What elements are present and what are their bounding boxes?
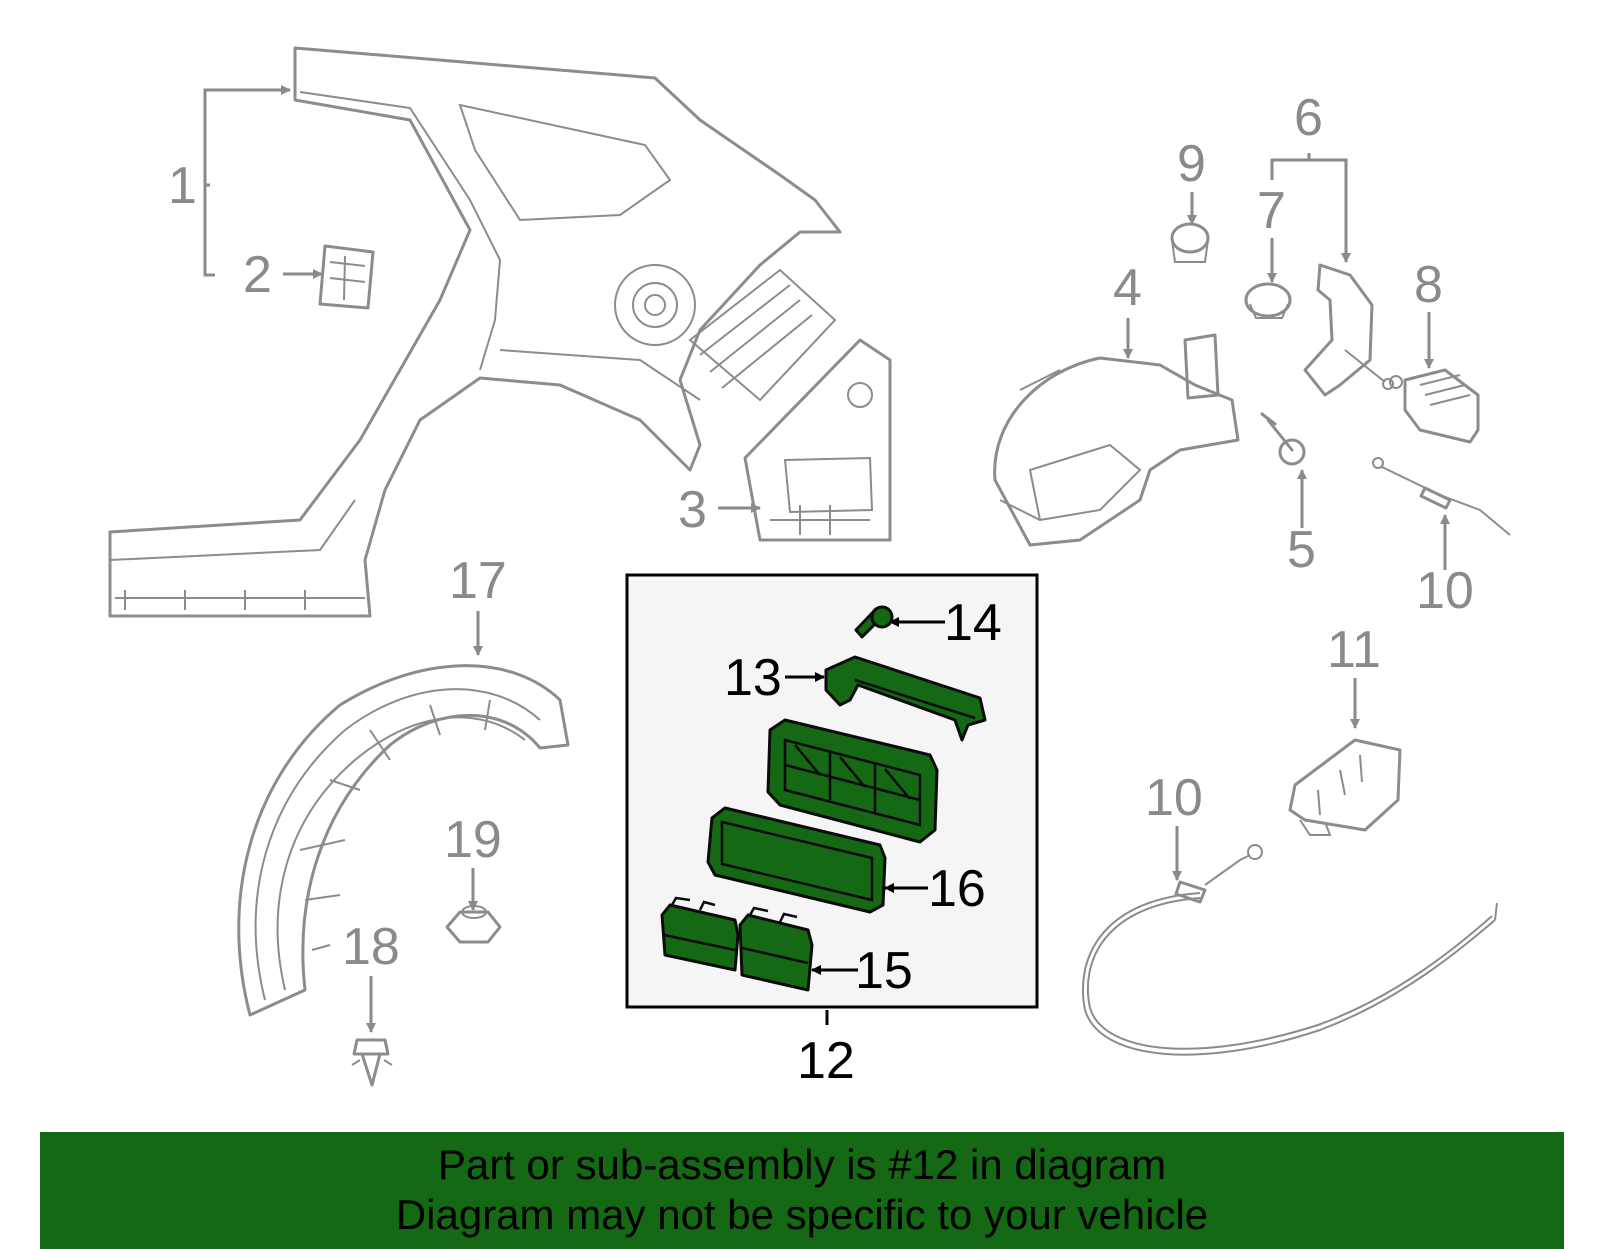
assembly-12-box [625,573,1039,1009]
flap-part-15 [660,896,814,992]
grommet-part-7 [1244,282,1292,319]
housing-bracket-part-3 [743,338,892,542]
notice-line-2: Diagram may not be specific to your vehi… [395,1191,1209,1238]
latch-part-11 [1288,738,1402,836]
callout-10-upper: 10 [1416,562,1474,620]
callout-6: 6 [1294,89,1323,147]
notice-banner: Part or sub-assembly is #12 in diagram D… [40,1132,1564,1249]
callout-2: 2 [243,246,272,304]
callout-4: 4 [1113,259,1142,317]
callout-10-lower: 10 [1145,769,1203,827]
nut-part-9 [1170,222,1210,263]
callout-18: 18 [342,918,400,976]
leader-lines [203,85,1450,1033]
wheelhouse-liner-part-17 [237,664,570,1017]
callout-12: 12 [797,1032,855,1090]
bracket-part-13 [824,655,987,742]
notice-line-1: Part or sub-assembly is #12 in diagram [437,1141,1167,1188]
cable-part-10-upper [1372,457,1511,536]
bracket-part-6 [1303,263,1394,397]
bolt-part-5 [1260,412,1306,466]
nut-part-19 [445,905,502,944]
callout-3: 3 [678,481,707,539]
callout-1: 1 [168,157,197,215]
clip-part-18 [351,1038,393,1087]
quarter-panel-part [108,46,842,618]
actuator-part-8 [1389,368,1480,444]
vent-housing-part-12 [766,718,939,844]
seal-part-16 [706,806,887,914]
callout-16: 16 [928,860,986,918]
callout-19: 19 [444,811,502,869]
fuel-filler-housing-part-4 [993,333,1240,547]
callout-7: 7 [1257,182,1286,240]
callout-13: 13 [724,649,782,707]
callout-14: 14 [944,594,1002,652]
cable-part-10-lower [1081,844,1498,1056]
callout-5: 5 [1287,521,1316,579]
callout-15: 15 [855,942,913,1000]
callout-9: 9 [1177,135,1206,193]
callout-11: 11 [1327,621,1381,679]
callout-17: 17 [449,552,507,610]
callout-8: 8 [1414,256,1443,314]
leader-lines-assembly [785,617,945,1025]
bracket-part-2 [318,244,375,310]
